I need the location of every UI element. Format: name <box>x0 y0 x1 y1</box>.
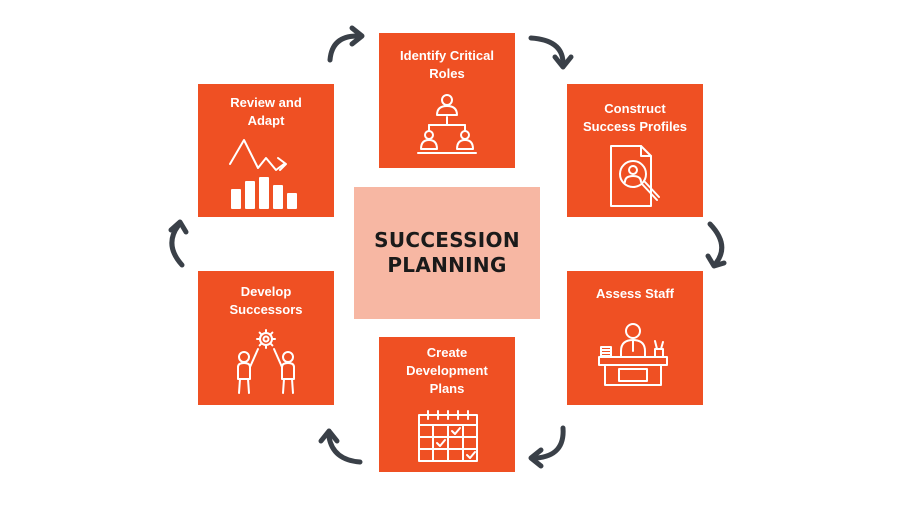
step-label: Create Development Plans <box>406 345 488 396</box>
step-label: Identify Critical Roles <box>400 48 494 81</box>
calendar-checklist-icon <box>418 410 478 462</box>
step-label: Review and Adapt <box>230 95 302 128</box>
org-chart-icon <box>417 94 477 154</box>
center-box: SUCCESSION PLANNING <box>354 187 540 319</box>
collaboration-gear-icon <box>237 329 295 394</box>
step-identify-critical-roles: Identify Critical Roles <box>379 33 515 168</box>
center-title: SUCCESSION PLANNING <box>374 228 520 277</box>
profile-search-icon <box>610 145 660 207</box>
step-develop-successors: Develop Successors <box>198 271 334 405</box>
bar-trend-chart-icon <box>229 139 297 209</box>
step-create-development-plans: Create Development Plans <box>379 337 515 472</box>
staff-at-desk-icon <box>598 323 668 386</box>
step-assess-staff: Assess Staff <box>567 271 703 405</box>
step-label: Construct Success Profiles <box>582 101 688 134</box>
step-label: Develop Successors <box>229 284 303 317</box>
step-label: Assess Staff <box>595 286 675 301</box>
step-review-and-adapt: Review and Adapt <box>198 84 334 217</box>
step-construct-success-profiles: Construct Success Profiles <box>567 84 703 217</box>
